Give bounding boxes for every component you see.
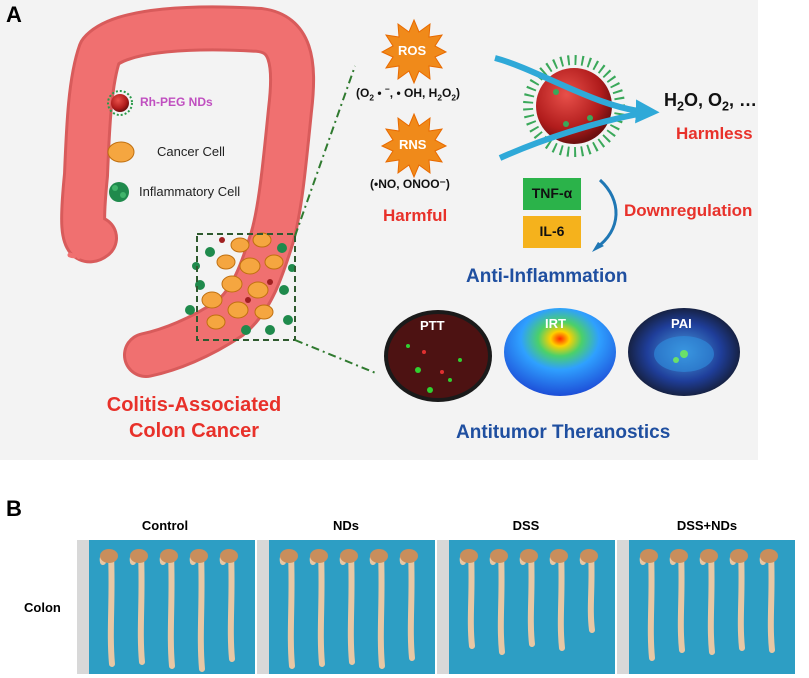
inflammatory-cell-legend-label: Inflammatory Cell — [139, 184, 241, 199]
products-label: H2O, O2, … — [664, 90, 758, 114]
cancer-cell-legend-label: Cancer Cell — [157, 144, 225, 159]
ptt-image — [384, 310, 492, 402]
tumor-cells — [185, 232, 296, 335]
il6-label: IL-6 — [539, 223, 565, 239]
zoom-line-top — [294, 65, 356, 237]
disease-label-line2: Colon Cancer — [128, 420, 260, 442]
cecum-specimen — [520, 549, 538, 563]
scavenge-arrow-top — [494, 55, 660, 124]
cecum-specimen — [160, 549, 178, 563]
rns-starburst-icon — [380, 112, 448, 179]
nd-legend-label: Rh-PEG NDs — [140, 95, 213, 109]
cecum-specimen — [700, 549, 718, 563]
inflammatory-cell-legend-icon — [109, 182, 129, 202]
photo-nds — [257, 540, 435, 674]
downregulation-arrow — [595, 178, 618, 250]
rns-label: RNS — [399, 137, 427, 152]
cecum-specimen — [730, 549, 748, 563]
irt-label: IRT — [545, 316, 566, 331]
ptt-label: PTT — [420, 318, 445, 333]
cecum-specimen — [190, 549, 208, 563]
downregulation-label: Downregulation — [624, 201, 753, 220]
harmless-label: Harmless — [676, 124, 753, 143]
cecum-specimen — [280, 549, 298, 563]
cecum-specimen — [220, 549, 238, 563]
group-label-dss: DSS — [512, 518, 540, 533]
cecum-specimen — [460, 549, 478, 563]
cecum-specimen — [400, 549, 418, 563]
group-label-nds: NDs — [332, 518, 359, 533]
cecum-specimen — [550, 549, 568, 563]
group-label-dss-nds: DSS+NDs — [676, 518, 738, 533]
nd-legend-icon — [111, 94, 129, 112]
row-label-colon: Colon — [24, 600, 61, 615]
ros-species: (O2 • −, • OH, H2O2) — [356, 84, 461, 103]
cecum-specimen — [760, 549, 778, 563]
colon-illustration — [60, 5, 316, 378]
scavenge-arrow-bottom — [498, 109, 651, 161]
group-label-control: Control — [141, 518, 189, 533]
cecum-specimen — [310, 549, 328, 563]
cecum-specimen — [130, 549, 148, 563]
panel-a-label: A — [6, 2, 22, 27]
harmful-label: Harmful — [383, 206, 448, 225]
cecum-specimen — [670, 549, 688, 563]
photo-control — [77, 540, 255, 674]
tnf-box — [523, 178, 581, 210]
cancer-cell-legend-icon — [107, 141, 135, 163]
tnf-label: TNF-α — [531, 185, 573, 201]
photo-dss-nds — [617, 540, 795, 674]
pai-label: PAI — [671, 316, 692, 331]
panel-a-schematic — [0, 0, 758, 460]
rns-species: (•NO, ONOO⁻) — [370, 177, 450, 191]
cecum-specimen — [100, 549, 118, 563]
cecum-specimen — [340, 549, 358, 563]
zoom-box — [196, 233, 296, 341]
ros-label: ROS — [398, 43, 427, 58]
pai-image — [628, 308, 740, 396]
irt-image — [504, 308, 616, 396]
disease-label-line1: Colitis-Associated — [106, 394, 282, 416]
cecum-specimen — [640, 549, 658, 563]
il6-box — [523, 216, 581, 248]
cecum-specimen — [490, 549, 508, 563]
anti-inflammation-label: Anti-Inflammation — [466, 266, 628, 287]
panel-b-label: B — [6, 496, 22, 521]
cecum-specimen — [580, 549, 598, 563]
photo-dss — [437, 540, 615, 674]
antitumor-label: Antitumor Theranostics — [456, 422, 671, 443]
zoom-line-bottom — [294, 339, 379, 375]
cecum-specimen — [370, 549, 388, 563]
ros-starburst-icon — [380, 18, 448, 85]
